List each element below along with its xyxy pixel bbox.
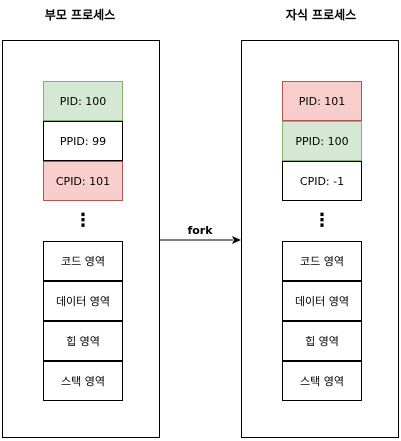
fork-arrow-head bbox=[232, 236, 241, 244]
parent-data-area: 데이터 영역 bbox=[43, 281, 123, 321]
child-pid-cell: PID: 101 bbox=[282, 81, 362, 121]
fork-label: fork bbox=[187, 224, 213, 237]
parent-code-area: 코드 영역 bbox=[43, 241, 123, 281]
parent-process-box: PID: 100 PPID: 99 CPID: 101 ⋮ 코드 영역 데이터 … bbox=[2, 40, 160, 438]
parent-pid-cell: PID: 100 bbox=[43, 81, 123, 121]
parent-process-title: 부모 프로세스 bbox=[44, 8, 116, 22]
child-ellipsis: ⋮ bbox=[313, 210, 331, 231]
parent-cpid-cell: CPID: 101 bbox=[43, 161, 123, 201]
child-heap-area: 힙 영역 bbox=[282, 321, 362, 361]
child-data-area: 데이터 영역 bbox=[282, 281, 362, 321]
child-cpid-cell: CPID: -1 bbox=[282, 161, 362, 201]
child-stack-area: 스택 영역 bbox=[282, 361, 362, 401]
parent-stack-area: 스택 영역 bbox=[43, 361, 123, 401]
parent-ppid-cell: PPID: 99 bbox=[43, 121, 123, 161]
parent-ellipsis: ⋮ bbox=[74, 210, 92, 231]
child-process-box: PID: 101 PPID: 100 CPID: -1 ⋮ 코드 영역 데이터 … bbox=[241, 40, 399, 438]
parent-heap-area: 힙 영역 bbox=[43, 321, 123, 361]
child-code-area: 코드 영역 bbox=[282, 241, 362, 281]
child-ppid-cell: PPID: 100 bbox=[282, 121, 362, 161]
child-process-title: 자식 프로세스 bbox=[285, 8, 357, 22]
